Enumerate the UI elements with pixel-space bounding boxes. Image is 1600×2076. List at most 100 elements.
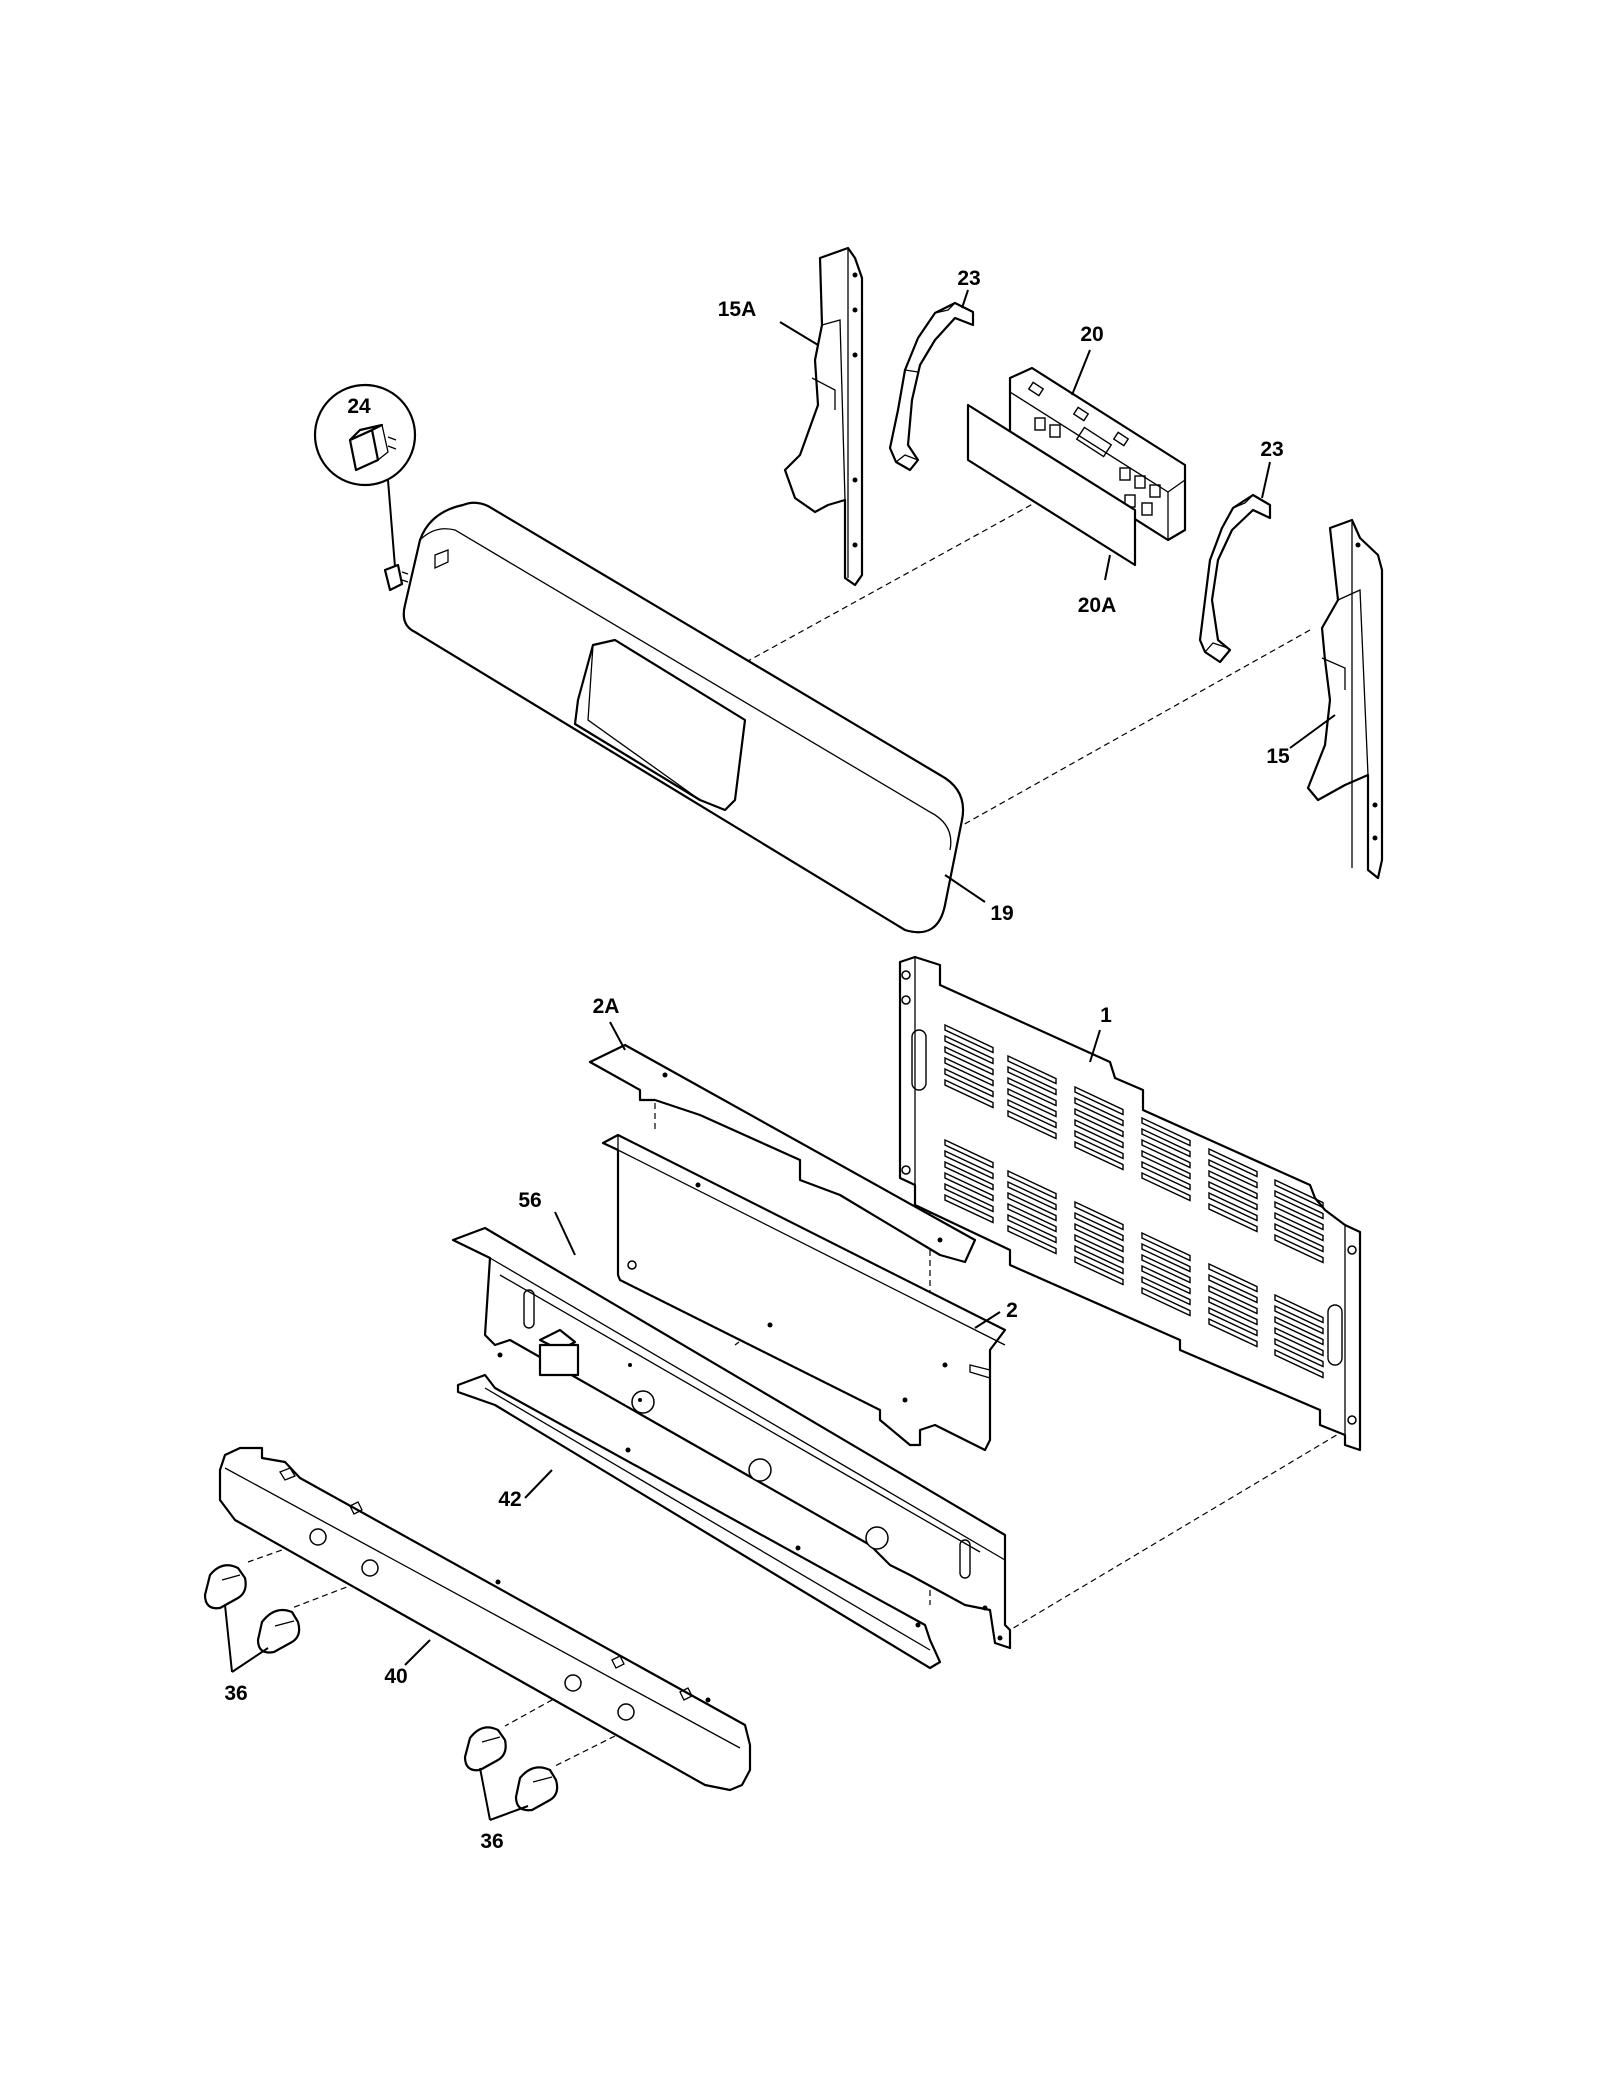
louver-slot xyxy=(1074,1200,1124,1231)
louver-slot xyxy=(1208,1147,1258,1178)
label-56: 56 xyxy=(518,1189,541,1212)
label-15: 15 xyxy=(1266,745,1290,768)
louver-slot xyxy=(1074,1244,1124,1275)
louver-slot xyxy=(1274,1211,1324,1242)
louver-slot xyxy=(1274,1348,1324,1379)
louver-slot xyxy=(1208,1180,1258,1211)
louver-slot xyxy=(1074,1107,1124,1138)
label-2a: 2A xyxy=(593,995,620,1018)
louver-slot xyxy=(1007,1169,1057,1200)
part-23-lower-clip xyxy=(1198,493,1272,664)
louver-slot xyxy=(1141,1231,1191,1262)
louver-slot xyxy=(944,1045,994,1076)
louver-slot xyxy=(1074,1085,1124,1116)
louver-slot xyxy=(1274,1200,1324,1231)
louver-slot xyxy=(1208,1284,1258,1315)
part-2a-cover-strip xyxy=(588,1043,977,1264)
louver-slot xyxy=(1141,1171,1191,1202)
louver-slot xyxy=(944,1067,994,1098)
louver-slot xyxy=(1208,1295,1258,1326)
louver-slot xyxy=(1141,1275,1191,1306)
part-40-knob-panel xyxy=(218,1446,752,1792)
label-20a: 20A xyxy=(1078,594,1117,617)
louver-slot xyxy=(1007,1224,1057,1255)
louver-slot xyxy=(944,1138,994,1169)
louver-slot xyxy=(944,1149,994,1180)
louver-slot xyxy=(944,1034,994,1065)
part-36-knobs-lower-right xyxy=(463,1726,559,1812)
label-1: 1 xyxy=(1100,1004,1112,1027)
louver-slot xyxy=(1141,1127,1191,1158)
part-20-control-board xyxy=(1008,366,1187,542)
louver-slot xyxy=(1141,1242,1191,1273)
leader-lines xyxy=(224,289,1336,1821)
label-42: 42 xyxy=(498,1488,521,1511)
callout-labels: 15A 23 20 24 23 20A 15 19 1 2A 56 2 42 4… xyxy=(224,267,1290,1853)
louver-slot xyxy=(944,1193,994,1224)
louver-slot xyxy=(1141,1160,1191,1191)
louver-slot xyxy=(1074,1129,1124,1160)
label-15a: 15A xyxy=(718,298,757,321)
louver-slot xyxy=(1208,1273,1258,1304)
label-19: 19 xyxy=(990,902,1013,925)
part-42-trim-strip xyxy=(456,1373,942,1670)
louver-slot xyxy=(1208,1169,1258,1200)
label-40: 40 xyxy=(384,1665,407,1688)
louver-slot xyxy=(1208,1191,1258,1222)
louver-slot xyxy=(1141,1264,1191,1295)
louver-slot xyxy=(1208,1158,1258,1189)
louver-slot xyxy=(1007,1202,1057,1233)
louver-slot xyxy=(1274,1178,1324,1209)
louver-slot xyxy=(1141,1116,1191,1147)
louver-slot xyxy=(1007,1054,1057,1085)
louver-slot xyxy=(1208,1202,1258,1233)
louver-slot xyxy=(1208,1317,1258,1348)
part-56-manifold-panel xyxy=(451,1226,1012,1650)
part-36-knobs-upper-left xyxy=(203,1564,301,1654)
louver-slot xyxy=(1074,1140,1124,1171)
louver-slot xyxy=(1141,1253,1191,1284)
louver-slot xyxy=(1007,1076,1057,1107)
louver-slot xyxy=(1274,1222,1324,1253)
louver-slot xyxy=(1274,1293,1324,1324)
louver-slot xyxy=(1007,1098,1057,1129)
louver-slot xyxy=(1141,1149,1191,1180)
part-2-insulation-panel xyxy=(601,1133,1007,1452)
louver-slot xyxy=(1007,1109,1057,1140)
louver-slot xyxy=(944,1023,994,1054)
louver-slot xyxy=(944,1078,994,1109)
louver-slot xyxy=(1274,1315,1324,1346)
part-20a-overlay xyxy=(966,403,1137,567)
label-24: 24 xyxy=(347,395,371,418)
louver-slot xyxy=(944,1182,994,1213)
part-24-rocker-switch xyxy=(313,383,417,592)
louver-slot xyxy=(1074,1211,1124,1242)
louver-slot xyxy=(1007,1213,1057,1244)
label-23-upper: 23 xyxy=(957,267,980,290)
louver-slot xyxy=(1274,1233,1324,1264)
louver-slot xyxy=(944,1056,994,1087)
louver-slot xyxy=(1007,1065,1057,1096)
label-2: 2 xyxy=(1006,1299,1018,1322)
louver-slot xyxy=(1274,1337,1324,1368)
label-36-lower: 36 xyxy=(480,1830,503,1853)
part-23-upper-clip xyxy=(888,301,975,472)
part-15-right-end-bracket xyxy=(1306,518,1384,880)
louver-slot xyxy=(1007,1191,1057,1222)
louver-slot xyxy=(1074,1118,1124,1149)
louver-slot xyxy=(1274,1189,1324,1220)
louver-slot xyxy=(1007,1087,1057,1118)
louver-slot xyxy=(944,1171,994,1202)
louver-slot xyxy=(1208,1262,1258,1293)
louver-slot xyxy=(1074,1233,1124,1264)
louver-slot xyxy=(1274,1304,1324,1335)
louver-slot xyxy=(1141,1138,1191,1169)
part-1-vented-back-panel xyxy=(898,955,1362,1452)
label-23-lower: 23 xyxy=(1260,438,1283,461)
louver-slot xyxy=(1007,1180,1057,1211)
louver-slot xyxy=(1141,1286,1191,1317)
louver-slot xyxy=(1208,1306,1258,1337)
louver-slot xyxy=(1074,1222,1124,1253)
